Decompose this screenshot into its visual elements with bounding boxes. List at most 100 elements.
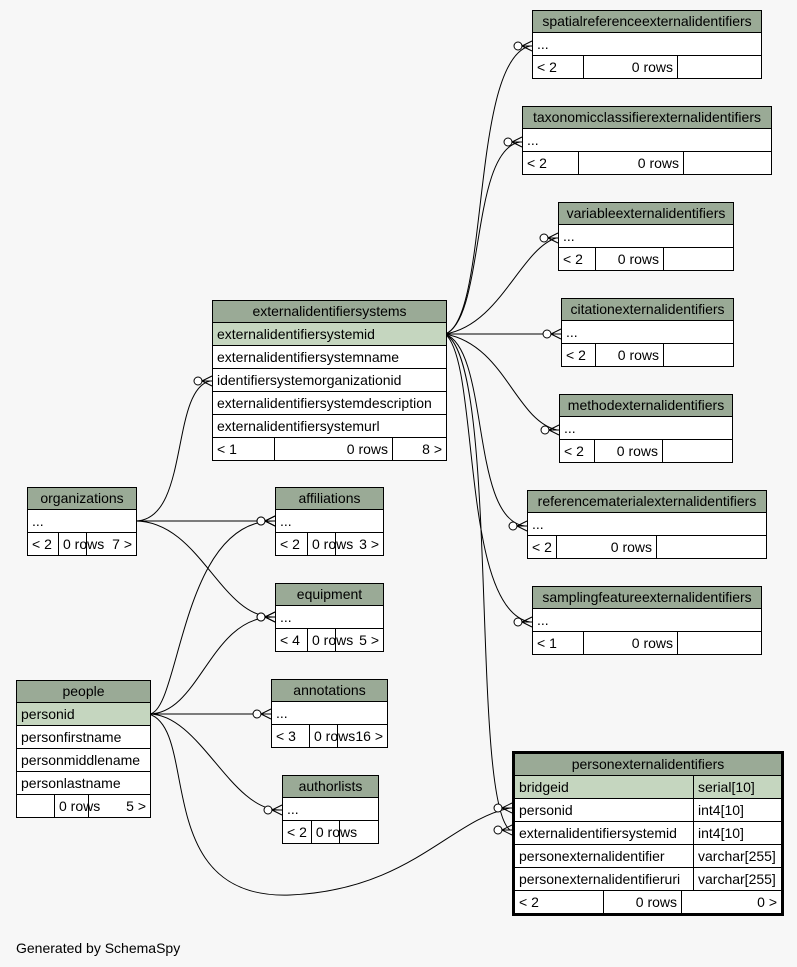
column-row: ... [533, 33, 761, 56]
table-title: equipment [276, 584, 383, 606]
parents-count[interactable]: < 2 [532, 539, 552, 555]
row-count: 0 rows [274, 438, 392, 460]
column-row: ... [528, 513, 766, 536]
children-count[interactable] [663, 344, 733, 366]
relationship-edge [135, 515, 276, 527]
relationship-edge [149, 708, 272, 720]
relationship-edge [444, 333, 513, 836]
children-count[interactable] [338, 821, 378, 843]
column-row: ... [562, 321, 733, 344]
parents-count[interactable]: < 2 [527, 155, 547, 171]
table-title: taxonomicclassifierexternalidentifiers [523, 107, 771, 129]
table-taxonomicclassifierexternalidentifiers[interactable]: taxonomicclassifierexternalidentifiers..… [522, 106, 772, 175]
column-row: personmiddlename [17, 749, 150, 772]
table-referencematerialexternalidentifiers[interactable]: referencematerialexternalidentifiers...<… [527, 490, 767, 559]
children-count[interactable] [656, 536, 766, 558]
row-count: 0 rows [578, 152, 683, 174]
column-name: ... [527, 132, 539, 148]
table-title: affiliations [276, 488, 383, 510]
row-count: 0 rows [58, 533, 104, 555]
column-row: externalidentifiersystemdescription [213, 392, 446, 415]
column-name: ... [566, 324, 578, 340]
parents-count[interactable]: < 4 [280, 632, 300, 648]
column-row: ... [560, 417, 732, 440]
children-count[interactable]: 5 > [335, 629, 383, 651]
row-count: 0 rows [595, 344, 663, 366]
table-samplingfeatureexternalidentifiers[interactable]: samplingfeatureexternalidentifiers...< 1… [532, 586, 762, 655]
parents-count[interactable]: < 2 [287, 824, 307, 840]
primary-key-row: personid [17, 703, 150, 726]
column-type: varchar[255] [693, 845, 781, 867]
relationship-edge [148, 515, 276, 715]
column-name: bridgeid [519, 779, 569, 795]
children-count[interactable]: 7 > [86, 533, 136, 555]
column-type: int4[10] [693, 799, 781, 821]
children-count[interactable]: 3 > [335, 533, 383, 555]
parents-count[interactable]: < 2 [280, 536, 300, 552]
column-row: ... [28, 510, 136, 533]
table-title: variableexternalidentifiers [559, 203, 733, 225]
column-name: personexternalidentifieruri [519, 871, 681, 887]
column-row: ... [523, 129, 771, 152]
children-count[interactable] [663, 248, 733, 270]
column-row: personlastname [17, 772, 150, 795]
children-count[interactable]: 8 > [392, 438, 446, 460]
parents-count[interactable]: < 1 [217, 441, 237, 457]
parents-count[interactable]: < 2 [537, 59, 557, 75]
column-name: ... [537, 612, 549, 628]
column-name: externalidentifiersystemid [519, 825, 677, 841]
parents-count[interactable]: < 3 [276, 728, 296, 744]
column-row: personfirstname [17, 726, 150, 749]
column-row: ... [283, 798, 378, 821]
parents-count[interactable]: < 2 [32, 536, 52, 552]
children-count[interactable]: 5 > [88, 795, 150, 817]
row-count: 0 rows [310, 821, 357, 843]
children-count[interactable] [683, 152, 771, 174]
table-title: spatialreferenceexternalidentifiers [533, 11, 761, 33]
parents-count[interactable]: < 1 [537, 635, 557, 651]
column-row: ... [276, 510, 383, 533]
column-name: personexternalidentifier [519, 848, 665, 864]
column-row: externalidentifiersystemname [213, 346, 446, 369]
parents-count[interactable]: < 2 [566, 347, 586, 363]
column-name: ... [276, 705, 288, 721]
parents-count[interactable]: < 2 [563, 251, 583, 267]
table-footer: < 2 0 rows [562, 344, 733, 366]
column-type: varchar[255] [693, 868, 781, 890]
column-row: ... [272, 702, 387, 725]
children-count[interactable]: 0 > [681, 891, 781, 913]
row-count: 0 rows [307, 629, 353, 651]
parents-count[interactable]: < 2 [564, 443, 584, 459]
column-row: personexternalidentifier varchar[255] [515, 845, 781, 868]
parents-count[interactable] [17, 795, 54, 817]
children-count[interactable] [662, 440, 732, 462]
children-count[interactable] [677, 632, 761, 654]
row-count: 0 rows [307, 533, 353, 555]
relationship-edge [444, 333, 533, 628]
table-title: externalidentifiersystems [213, 301, 446, 323]
children-count[interactable]: 16 > [337, 725, 387, 747]
children-count[interactable] [677, 56, 761, 78]
relationship-edge [444, 333, 528, 532]
table-externalidentifiersystems[interactable]: externalidentifiersystems externalidentif… [212, 300, 447, 461]
table-spatialreferenceexternalidentifiers[interactable]: spatialreferenceexternalidentifiers... < … [532, 10, 762, 79]
row-count: 0 rows [603, 891, 681, 913]
column-name: personid [21, 706, 75, 722]
column-name: ... [537, 36, 549, 52]
column-name: personfirstname [21, 729, 122, 745]
parents-count[interactable]: < 2 [519, 894, 539, 910]
